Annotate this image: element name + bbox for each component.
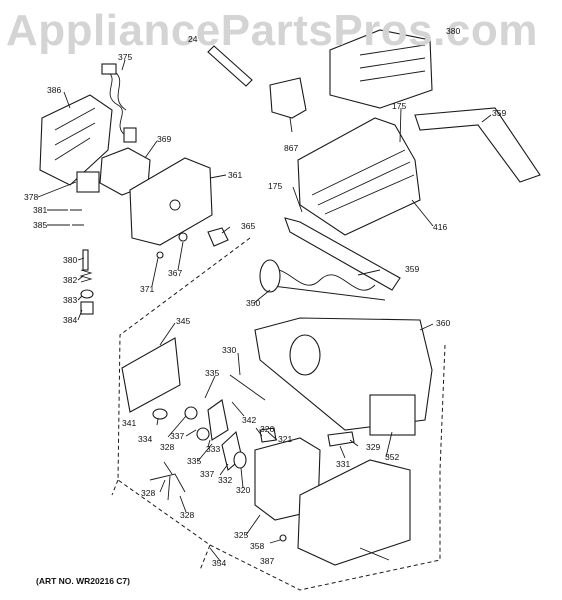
part-345-cover [121,337,181,413]
part-341-ring [152,408,168,420]
callout-label: 335 [187,456,202,466]
callout-label: 375 [118,52,133,62]
callout-label: 329 [366,442,381,452]
art-number: (ART NO. WR20216 C7) [36,576,130,586]
callout-label: 342 [242,415,257,425]
part-328-linkage [149,473,186,501]
watermark: AppliancePartsPros.com [6,6,538,55]
callout-label: 334 [138,434,153,444]
callout-label: 383 [63,295,78,305]
callout-label: 328 [141,488,156,498]
callout-label: 320 [236,485,251,495]
part-375-harness [107,71,127,136]
callout-label: 365 [241,221,256,231]
callout-label: 24 [188,34,198,44]
callout-label: 335 [205,368,220,378]
callout-label: 337 [170,431,185,441]
callout-label: 328 [160,442,175,452]
part-371-screw [156,251,164,259]
part-335-blade [207,399,229,441]
fill-tube [207,45,253,87]
part-378-solenoid [76,171,100,193]
part-867-cup [269,77,307,119]
callout-label: 387 [260,556,275,566]
callout-label: 330 [222,345,237,355]
callout-label: 325 [234,530,249,540]
callout-label: 380 [446,26,461,36]
callout-label: 382 [63,275,78,285]
callout-label: 385 [33,220,48,230]
callout-label: 369 [157,134,172,144]
part-387-cover [297,459,411,566]
callout-label: 354 [212,558,227,568]
callout-label: 341 [122,418,137,428]
callout-label: 350 [246,298,261,308]
callout-label: 358 [250,541,265,551]
callout-label: 328 [180,510,195,520]
callout-label: 359 [492,108,507,118]
callout-label: 384 [63,315,78,325]
part-359-rail [414,107,541,183]
callout-label: 321 [278,434,293,444]
part-350-auger [264,269,386,301]
part-320-bearing [233,451,247,469]
callout-label: 332 [218,475,233,485]
part-367-screw [178,232,188,242]
callout-label: 175 [392,101,407,111]
callout-label: 380 [63,255,78,265]
callout-label: 352 [385,452,400,462]
part-330-shaft [229,374,266,401]
leader-lines [37,39,492,563]
callout-label: 360 [436,318,451,328]
part-382-spring [79,269,93,283]
callout-label: 331 [336,459,351,469]
part-333-washer [184,406,198,420]
part-380-pin [82,249,89,271]
callout-label: 371 [140,284,155,294]
callout-label: 326 [260,424,275,434]
callout-label: 359 [405,264,420,274]
callout-label: 367 [168,268,183,278]
callout-label: 378 [24,192,39,202]
part-416-shelf [297,117,421,236]
callout-label: 337 [200,469,215,479]
callout-label: 333 [206,444,221,454]
part-321-spring [259,427,277,443]
part-337-washer [196,427,210,441]
callout-label: 361 [228,170,243,180]
callout-label: 345 [176,316,191,326]
callout-label: 867 [284,143,299,153]
part-358-screw [279,534,287,542]
callout-label: 386 [47,85,62,95]
assembly-group-outline [111,237,446,591]
part-331-clip [327,431,355,447]
callout-label: 416 [433,222,448,232]
part-384-cap [80,301,94,315]
callout-label: 381 [33,205,48,215]
callout-label: 175 [268,181,283,191]
part-383-ring [80,289,94,299]
part-352-chute [369,394,416,436]
icemaker-unit [329,29,433,109]
part-386-housing [39,94,113,186]
